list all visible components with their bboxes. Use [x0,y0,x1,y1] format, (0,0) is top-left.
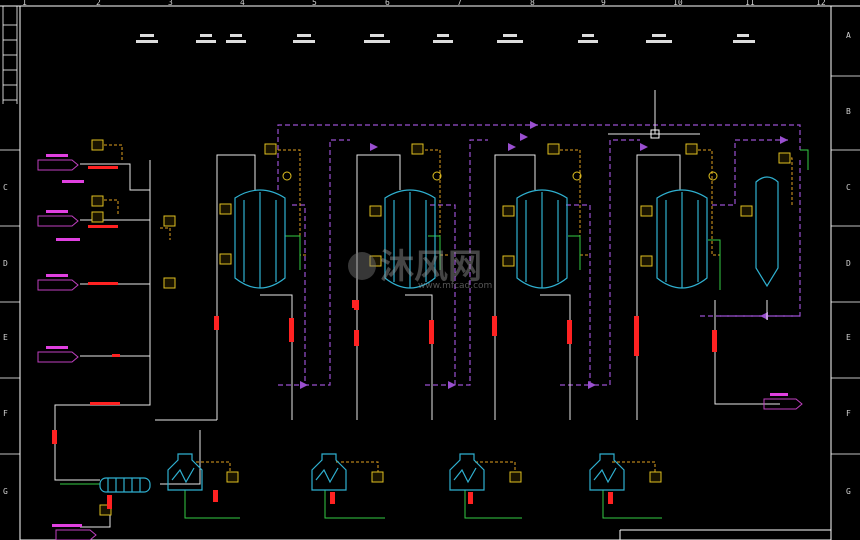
stream-tags [37,159,803,540]
col-tick: 2 [96,0,101,7]
row-tick: D [3,259,8,268]
col-tick: 9 [601,0,606,7]
row-tick: G [846,487,851,496]
pump-icon [282,171,718,181]
watermark-text: 沐风网 [380,247,482,287]
row-tick: G [3,487,8,496]
stream-label-marks [46,154,788,527]
col-tick: 6 [385,0,390,7]
row-tick: E [846,333,851,342]
col-tick: 10 [673,0,683,7]
col-tick: 1 [22,0,27,7]
row-tick: D [846,259,851,268]
row-tick: F [3,409,8,418]
row-dividers [0,6,860,455]
row-tick: A [846,31,851,40]
column-ticks: 1 2 3 4 5 6 7 8 9 10 11 12 [22,0,826,7]
row-tick: C [846,183,851,192]
col-tick: 8 [530,0,535,7]
receiver-tank-icon [755,176,779,288]
control-valve-icon [91,139,791,516]
process-lines [54,90,780,528]
row-tick: F [846,409,851,418]
instrument-signal-lines [104,144,793,478]
col-tick: 12 [816,0,826,7]
reactor-vessel-icon [384,189,436,289]
condenser-icon [311,453,347,491]
drawing-frame [0,5,860,540]
equipment-header-marks [136,34,755,43]
row-tick: B [846,107,851,116]
row-ticks-left: C D E F G [3,183,8,496]
vapor-header-lines [277,124,801,386]
col-tick: 5 [312,0,317,7]
watermark-logo: 沐风网 www.mfcad.com [348,247,492,291]
col-tick: 11 [745,0,755,7]
row-tick: C [3,183,8,192]
condenser-icon [449,453,485,491]
col-tick: 3 [168,0,173,7]
cad-crosshair [650,129,660,139]
row-ticks-right: A B C D E F G [846,31,851,496]
condenser-icon [589,453,625,491]
col-tick: 7 [457,0,462,7]
watermark-url: www.mfcad.com [418,281,492,291]
condenser-icon [167,453,203,491]
heat-exchanger-icon [99,477,151,493]
reactor-vessel-icon [656,189,708,289]
row-tick: E [3,333,8,342]
flow-arrows [300,121,788,389]
reactor-vessel-icon [234,189,286,289]
title-block [619,529,831,540]
cooling-water-lines [60,149,809,519]
col-tick: 4 [240,0,245,7]
reactor-vessel-icon [516,189,568,289]
valve-markers [52,166,717,509]
